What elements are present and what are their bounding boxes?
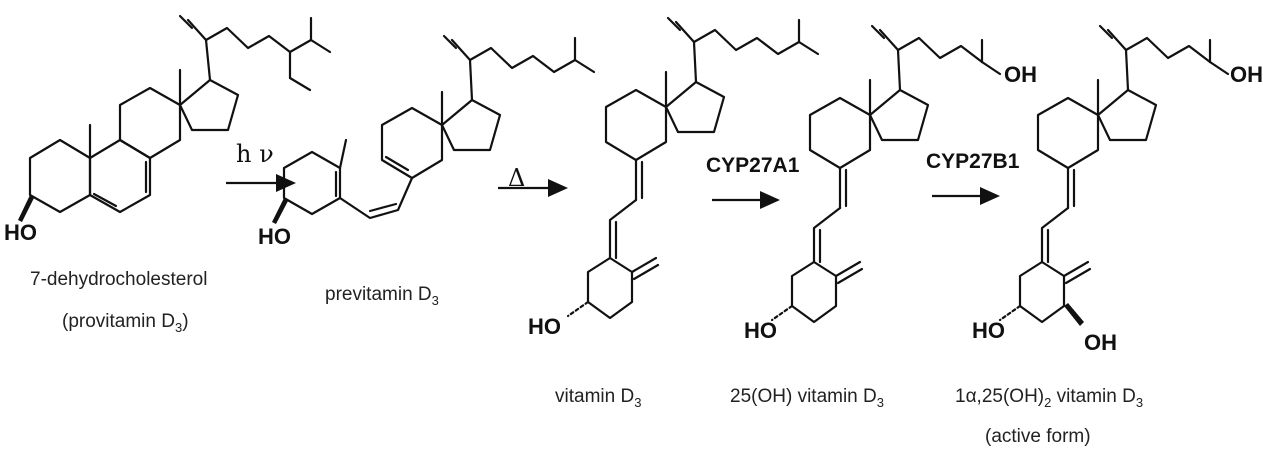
molecule-name-2: previtamin D3 <box>325 284 439 308</box>
hydroxyl-label: HO <box>4 220 37 245</box>
hydroxyl-label: HO <box>744 318 777 343</box>
step-arrow-cyp27a1: CYP27A1 <box>706 154 800 209</box>
step-arrow-thermal: Δ <box>498 164 568 197</box>
hydroxyl-label: HO <box>528 314 561 339</box>
molecule-previtamin-d3: HO previtamin D3 <box>258 34 596 308</box>
hydroxyl-label: OH <box>1230 62 1263 87</box>
molecule-vitamin-d3: HO vitamin D3 <box>528 16 820 410</box>
molecule-name-5: 1α,25(OH)2 vitamin D3 <box>955 386 1143 410</box>
step-label-thermal: Δ <box>508 164 525 192</box>
molecule-7-dehydrocholesterol: HO 7-dehydrocholesterol (provitamin D3) <box>4 14 332 335</box>
step-arrow-photolysis: h ν <box>226 140 296 192</box>
molecule-name-1: 7-dehydrocholesterol <box>30 269 207 290</box>
enzyme-label-cyp27a1: CYP27A1 <box>706 154 800 177</box>
molecule-subname-1: (provitamin D3) <box>62 311 189 335</box>
hydroxyl-label: OH <box>1004 62 1037 87</box>
enzyme-label-cyp27b1: CYP27B1 <box>926 150 1020 173</box>
molecule-name-4: 25(OH) vitamin D3 <box>730 386 884 410</box>
molecule-25oh-vitamin-d3: OH HO 25(OH) vitamin D3 <box>730 24 1037 410</box>
molecule-1a25oh2-vitamin-d3: OH HO OH 1α,25(OH)2 vitamin D3 (active f… <box>955 24 1263 447</box>
step-arrow-cyp27b1: CYP27B1 <box>926 150 1020 205</box>
hydroxyl-label: HO <box>972 318 1005 343</box>
molecule-subname-5: (active form) <box>985 426 1091 447</box>
hydroxyl-label: HO <box>258 224 291 249</box>
hydroxyl-label: OH <box>1084 330 1117 355</box>
step-label-photolysis: h ν <box>236 140 274 168</box>
molecule-name-3: vitamin D3 <box>555 386 641 410</box>
